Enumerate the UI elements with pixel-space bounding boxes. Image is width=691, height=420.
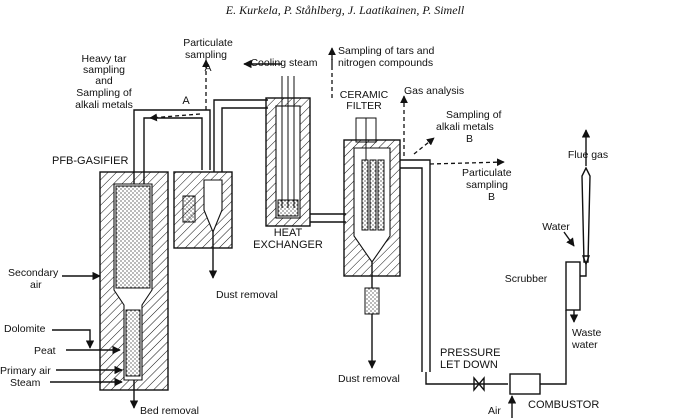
gasifier-freeboard <box>115 185 151 289</box>
label-secondary-2: air <box>30 279 42 291</box>
flue-gas-stack <box>581 166 591 263</box>
water-arrow <box>563 231 575 247</box>
label-particulate-b-1: Particulate <box>462 167 512 179</box>
label-particulate-b-2: sampling <box>466 179 508 191</box>
label-heavy-tar-3: and <box>95 75 113 87</box>
scrubber-link <box>580 262 587 277</box>
label-gas-analysis: Gas analysis <box>404 85 464 97</box>
scrubber-spray-nozzle <box>581 255 591 266</box>
label-heavy-tar-4: Sampling of <box>76 87 132 99</box>
scrubber <box>565 261 581 311</box>
filter-candle-2 <box>369 159 377 231</box>
label-scrubber: Scrubber <box>505 273 548 285</box>
label-ceramic-1: CERAMIC <box>340 89 389 101</box>
heat-exchanger <box>265 76 346 227</box>
cyclone-body <box>203 179 223 234</box>
label-particulate-a-2: sampling <box>185 49 227 61</box>
scrubber-section <box>565 166 591 311</box>
label-waste-1: Waste <box>572 327 602 339</box>
gasifier-bed <box>125 309 141 377</box>
combustor-to-scrubber-pipe <box>540 310 567 385</box>
label-bed-removal: Bed removal <box>140 405 199 417</box>
label-waste-2: water <box>571 339 598 351</box>
label-alkali-b-1: Sampling of <box>446 109 502 121</box>
label-peat: Peat <box>34 345 56 357</box>
alkali-sampling-b-line <box>413 137 435 155</box>
label-heavy-tar-1: Heavy tar <box>82 53 127 65</box>
label-dust-removal-2: Dust removal <box>338 373 400 385</box>
label-tars-n-1: Sampling of tars and <box>338 45 434 57</box>
pfb-gasifier <box>99 109 211 391</box>
heavy-tar-sampling-line <box>149 113 201 122</box>
gasifier-outlet-pipe-inner <box>143 117 203 184</box>
label-particulate-a-1: Particulate <box>183 37 233 49</box>
label-flue-gas: Flue gas <box>568 149 608 161</box>
pressure-letdown-line <box>425 372 508 385</box>
label-combustor: COMBUSTOR <box>528 399 599 411</box>
label-dolomite: Dolomite <box>4 323 46 335</box>
label-heavy-tar-2: sampling <box>83 64 125 76</box>
cyclone <box>173 99 268 249</box>
label-alkali-b-2: alkali metals <box>436 121 494 133</box>
header-authors: E. Kurkela, P. Ståhlberg, J. Laatikainen… <box>225 3 465 17</box>
cyclone-to-hx-pipe <box>213 99 268 172</box>
label-heat-1: HEAT <box>274 227 303 239</box>
filter-outlet-pipe <box>400 159 431 372</box>
label-water: Water <box>542 221 570 233</box>
label-ceramic-2: FILTER <box>346 100 382 112</box>
particulate-sampling-b-line <box>429 158 505 167</box>
label-air: Air <box>488 405 501 417</box>
label-pressure-2: LET DOWN <box>440 359 498 371</box>
label-pfb-gasifier: PFB-GASIFIER <box>52 155 128 167</box>
label-tars-n-2: nitrogen compounds <box>338 57 433 69</box>
filter-dust-collector <box>364 287 380 315</box>
label-particulate-b-3: B <box>488 191 495 203</box>
cyclone-particulate-filter <box>182 195 196 223</box>
filter-candle-3 <box>377 159 385 231</box>
combustor <box>509 373 541 395</box>
label-heat-2: EXCHANGER <box>253 239 323 251</box>
label-steam: Steam <box>10 377 41 389</box>
cyclone-to-hx-pipe-inner <box>221 107 268 172</box>
label-particulate-a-3: A <box>204 62 211 74</box>
label-primary-air: Primary air <box>0 365 51 377</box>
filter-outlet-pipe-inner <box>400 167 423 372</box>
label-dust-removal-1: Dust removal <box>216 289 278 301</box>
combustor-section <box>425 310 567 395</box>
pressure-letdown-valve <box>473 376 485 392</box>
filter-candle-1 <box>361 159 369 231</box>
label-secondary-1: Secondary <box>8 267 59 279</box>
label-heavy-tar-5: alkali metals <box>75 99 133 111</box>
gasifier-outlet-pipe <box>133 109 211 184</box>
label-cooling-steam: Cooling steam <box>250 57 317 69</box>
dolomite-arrow <box>52 329 95 349</box>
ceramic-filter <box>343 117 431 372</box>
label-pressure-1: PRESSURE <box>440 347 501 359</box>
label-alkali-b-3: B <box>466 133 473 145</box>
label-letter-a-left: A <box>182 95 190 107</box>
